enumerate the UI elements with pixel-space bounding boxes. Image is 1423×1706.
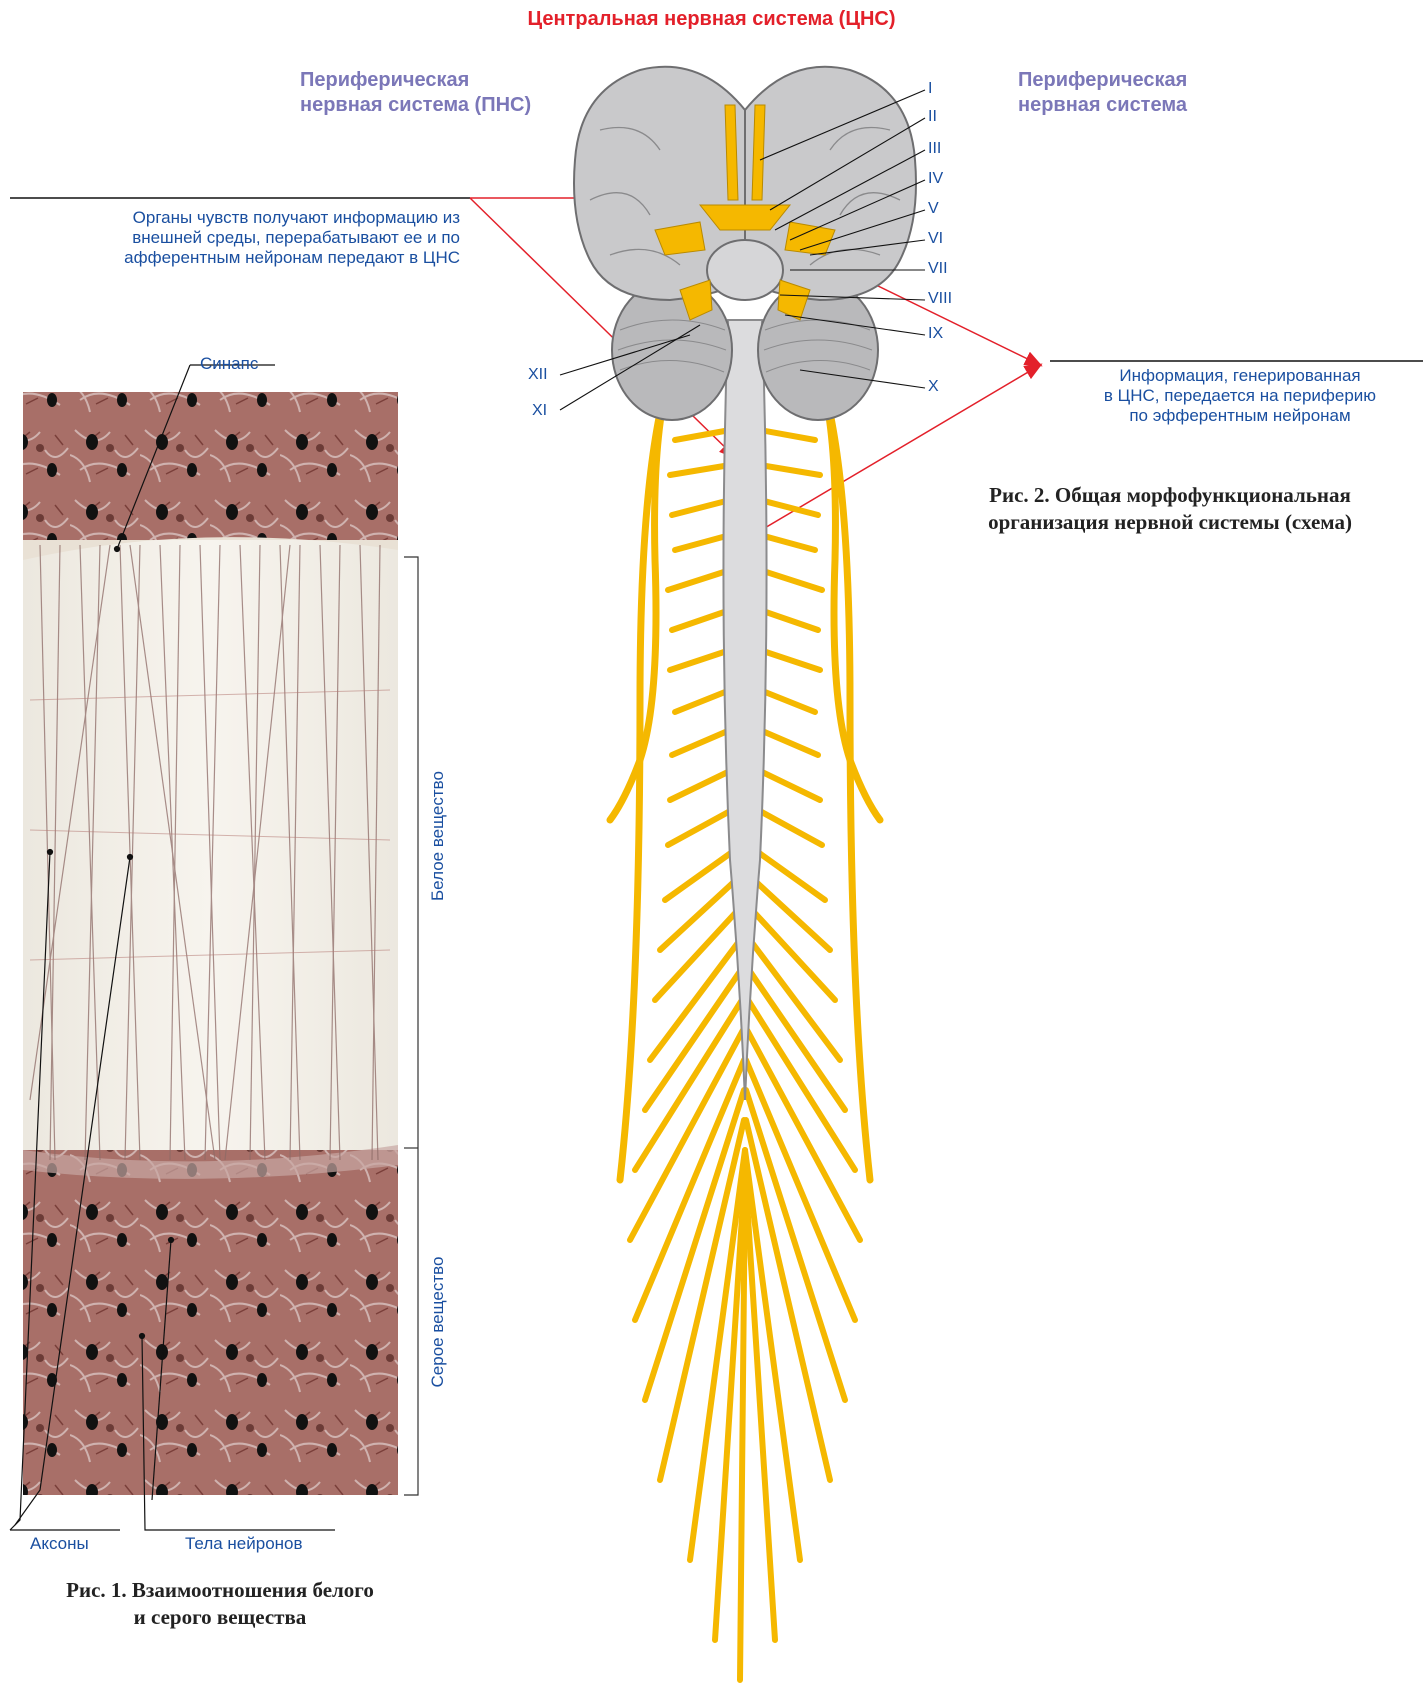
white-matter-band <box>23 540 398 1155</box>
cranial-nerve-X: X <box>928 378 939 396</box>
cranial-nerve-IV: IV <box>928 170 943 188</box>
cranial-nerve-II: II <box>928 108 937 126</box>
fig1-caption-line-2: и серого вещества <box>10 1604 430 1631</box>
fig1-caption: Рис. 1. Взаимоотношения белого и серого … <box>10 1577 430 1631</box>
cerebellum-left <box>612 280 732 420</box>
neuron-bodies-label: Тела нейронов <box>185 1534 303 1554</box>
cranial-nerve-XII: XII <box>528 366 548 384</box>
white-matter-label: Белое вещество <box>428 756 448 916</box>
fig2-caption-line-2: организация нервной системы (схема) <box>930 509 1410 536</box>
cranial-nerve-XI: XI <box>532 402 547 420</box>
gray-matter-bottom <box>23 1150 398 1495</box>
axons-label: Аксоны <box>30 1534 89 1554</box>
brainstem <box>707 240 783 300</box>
cranial-nerve-VI: VI <box>928 230 943 248</box>
fig2-caption-line-1: Рис. 2. Общая морфофункциональная <box>930 482 1410 509</box>
tissue-illustration <box>23 392 398 1495</box>
cranial-nerve-VIII: VIII <box>928 290 952 308</box>
matter-bracket <box>404 557 418 1495</box>
cranial-nerve-VII: VII <box>928 260 948 278</box>
synapse-label: Синапс <box>200 354 258 374</box>
cranial-nerve-III: III <box>928 140 941 158</box>
gray-matter-label: Серое вещество <box>428 1242 448 1402</box>
fig2-caption: Рис. 2. Общая морфофункциональная органи… <box>930 482 1410 536</box>
fig1-caption-line-1: Рис. 1. Взаимоотношения белого <box>10 1577 430 1604</box>
cranial-nerve-V: V <box>928 200 939 218</box>
cerebellum-right <box>758 280 878 420</box>
cranial-nerve-I: I <box>928 80 932 98</box>
gray-matter-top <box>23 392 398 542</box>
cranial-nerve-IX: IX <box>928 325 943 343</box>
